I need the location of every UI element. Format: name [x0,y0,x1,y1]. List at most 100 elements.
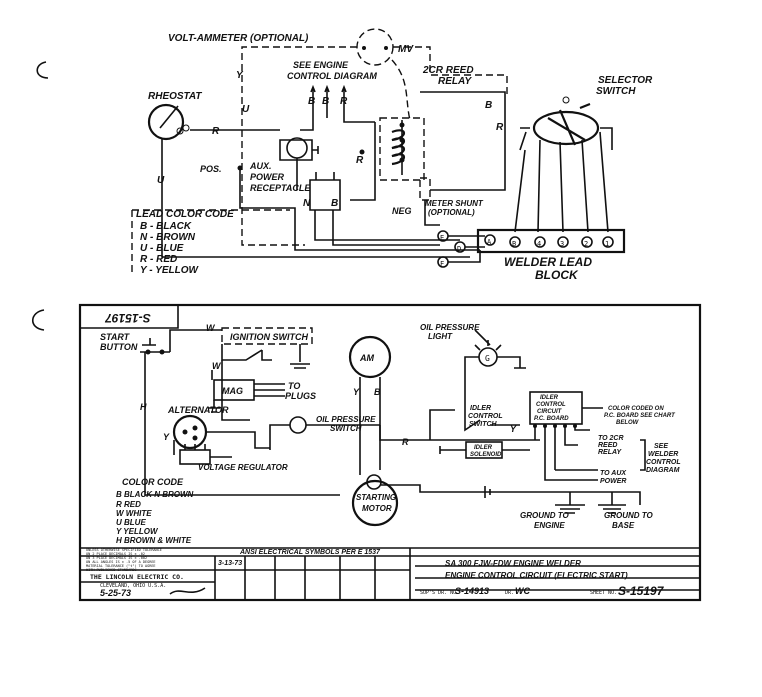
starting-motor [351,479,399,527]
welder-lead-label-2: BLOCK [535,268,579,282]
pos-label: POS. [200,164,222,174]
block-terminal-1: 1 [605,240,609,248]
block-terminal-2: 2 [584,240,588,248]
mv-label: MV [398,44,414,55]
aux-receptacle [286,137,308,159]
idler-board-label-4: P.C. BOARD [534,416,569,422]
idler-solenoid-label-2: SOLENOID [470,452,502,458]
starting-motor-label-2: MOTOR [362,504,392,513]
rheostat-label: RHEOSTAT [148,91,202,102]
reed-relay-box [379,117,425,181]
aux-label-3: RECEPTACLE [250,183,311,193]
lead-color-code-y: Y - YELLOW [140,265,200,276]
welder-lead-label-1: WELDER LEAD [504,255,592,269]
ammeter [348,335,392,379]
tolerance-line-6: WITH PUBLISHED STANDARDS [86,568,137,572]
selector-switch [532,110,600,146]
rotated-drawing-number: S-15197 [104,311,151,325]
idler-board-label-3: CIRCUIT [537,409,563,415]
wire-b-2: B [322,96,329,107]
ignition-switch-label: IGNITION SWITCH [230,332,308,342]
welder-lead-block [476,228,626,254]
start-button-label-2: BUTTON [100,342,138,352]
color-code-w: W WHITE [116,509,152,518]
alternator-label: ALTERNATOR [167,405,229,415]
color-coded-label-2: P.C. BOARD SEE CHART [604,413,676,419]
idler-solenoid-label-1: IDLER [474,445,493,451]
wire-y-alt: Y [163,432,170,442]
see-engine-label-2: CONTROL DIAGRAM [287,71,377,81]
wire-b-1: B [308,96,315,107]
wire-y-idler: Y [510,424,517,434]
see-engine-label-1: SEE ENGINE [293,60,349,70]
mag-label: MAG [222,386,243,396]
see-welder-label-1: SEE [654,443,668,450]
terminal-a-label: A [487,238,492,246]
alternator [172,414,208,450]
idler-switch-label-2: CONTROL [468,413,503,420]
upper-diagram: VOLT-AMMETER (OPTIONAL) MV Y U SEE ENGIN… [36,28,653,282]
ground-engine-label-1: GROUND TO [520,511,570,520]
wire-u-rheostat: U [157,175,165,186]
selector-switch-label-2: SWITCH [596,86,636,97]
oil-switch-label-1: OIL PRESSURE [316,415,376,424]
block-terminal-4: 4 [537,240,541,248]
oil-light-label-2: LIGHT [428,332,453,341]
rev-date: 3-13-73 [218,560,242,567]
see-welder-label-4: DIAGRAM [646,467,680,474]
ignition-switch-box [221,327,313,345]
aux-label-2: POWER [250,172,285,182]
lead-color-code-b: B - BLACK [140,221,192,232]
idler-board-label-2: CONTROL [536,402,566,408]
terminal-e-label: E [440,234,444,242]
drawing-date: 5-25-73 [100,588,131,598]
lead-color-code-n: N - BROWN [140,232,196,243]
ground-engine-label-2: ENGINE [534,521,565,530]
aux-label-1: AUX. [249,161,272,171]
starting-motor-label-1: STARTING [356,493,396,502]
title-block: ANSI ELECTRICAL SYMBOLS PER E 1537 3-13-… [80,547,700,600]
color-coded-label-1: COLOR CODED ON [608,406,664,412]
idler-switch-label-1: IDLER [470,405,491,412]
ground-base-label-1: GROUND TO [604,511,654,520]
color-code-u: U BLUE [116,518,146,527]
dr-value: WC [515,586,530,596]
color-code-title: COLOR CODE [122,477,184,487]
idler-board-label-1: IDLER [540,395,559,401]
scan-mark [36,61,49,79]
lower-diagram: S-15197 START BUTTON H W IGNITION SWITCH… [31,303,702,602]
wire-label-u: U [242,104,250,115]
to-reed-label-1: TO 2CR [598,435,624,442]
wire-r-relay: R [496,122,504,133]
tolerance-line-2: ON 2 PLACE DECIMALS IS ± .02 [86,552,145,556]
rheostat [147,103,185,141]
oil-switch-label-2: SWITCH [330,424,362,433]
color-code-b: B BLACK N BROWN [116,490,194,499]
ansi-note: ANSI ELECTRICAL SYMBOLS PER E 1537 [239,549,381,556]
color-code-r: R RED [116,500,141,509]
wire-b-relay: B [485,100,492,111]
reed-relay-label-2: RELAY [438,76,472,87]
block-terminal-3: 3 [560,240,564,248]
neg-label: NEG [392,206,412,216]
wire-w-top: W [206,323,216,333]
to-plugs-label-2: PLUGS [285,391,316,401]
wire-r-1: R [340,96,348,107]
terminal-d-label: D [457,245,461,253]
to-reed-label-3: RELAY [598,449,623,456]
company-name: THE LINCOLN ELECTRIC CO. [90,573,184,581]
reed-relay-label-1: 2CR REED [422,65,474,76]
color-coded-label-3: BELOW [616,420,640,426]
ground-base-label-2: BASE [612,521,635,530]
tolerance-line-3: ON 3 PLACE DECIMALS IS ± .002 [86,556,147,560]
plug-connector [309,179,341,211]
wire-b-am: B [374,387,381,397]
terminal-f-label: F [440,260,444,268]
company-city: CLEVELAND, OHIO U.S.A. [100,583,166,589]
lead-color-code-r: R - RED [140,254,177,265]
wire-label-y: Y [236,70,244,81]
lead-color-code-u: U - BLUE [140,243,184,254]
to-plugs-label-1: TO [288,381,300,391]
wire-n: N [303,198,311,209]
